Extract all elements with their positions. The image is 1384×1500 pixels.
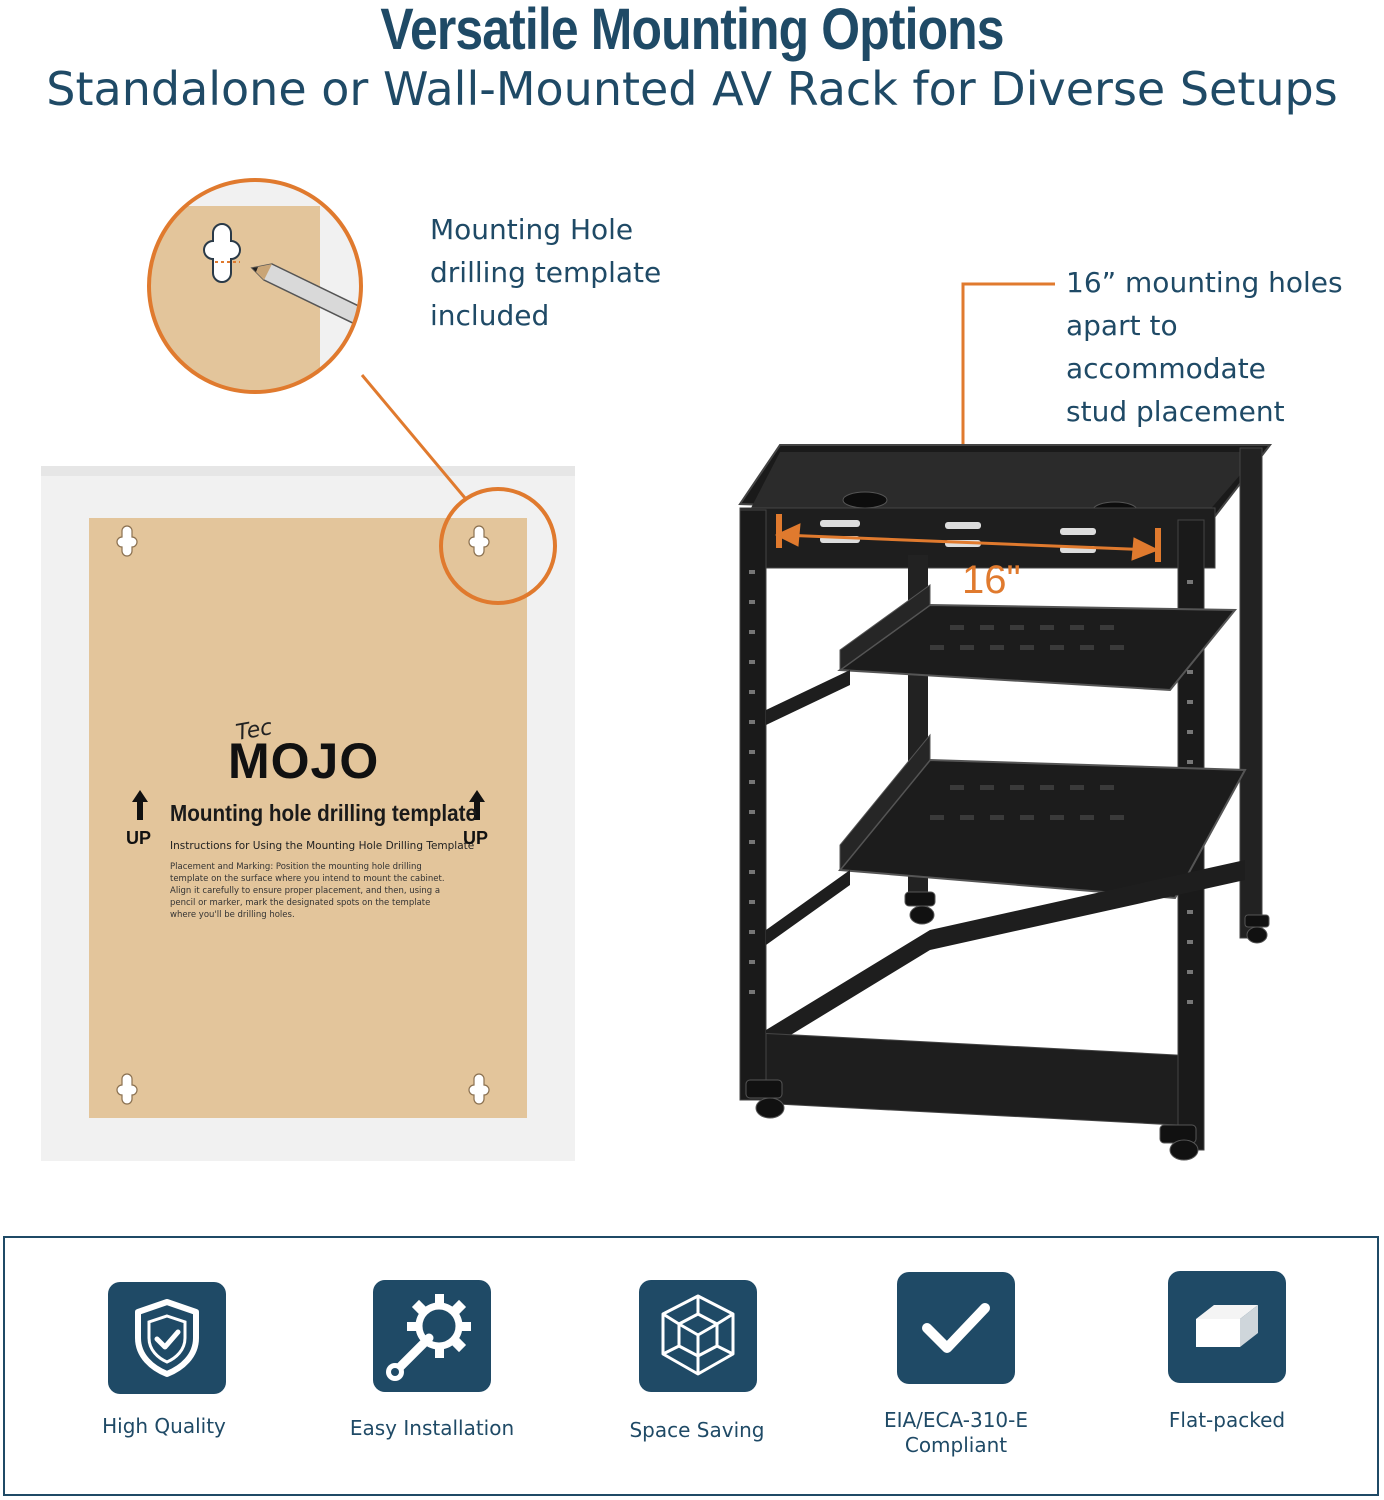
- keyhole-bottom-right: [468, 1073, 490, 1105]
- holes-callout-text: 16” mounting holes apart to accommodate …: [1066, 266, 1343, 428]
- drilling-template-sheet: [89, 518, 527, 1118]
- pencil-icon: [250, 263, 361, 343]
- measure-arrow: [774, 514, 1161, 562]
- keyhole-top-left: [116, 525, 138, 557]
- shield-check-icon: [108, 1282, 226, 1394]
- up-label-left: UP: [126, 828, 152, 848]
- cube-icon: [639, 1280, 757, 1392]
- caster-wheels: [745, 891, 1270, 1161]
- measure-label: 16": [962, 558, 1021, 602]
- template-instructions-title: Instructions for Using the Mounting Hole…: [170, 840, 475, 852]
- feature-label-compliant: EIA/ECA-310-E Compliant: [883, 1408, 1029, 1457]
- checkmark-icon: [897, 1272, 1015, 1384]
- feature-label-space-saving: Space Saving: [629, 1418, 765, 1442]
- up-arrow-left-icon: [132, 790, 148, 820]
- template-keyholes: [116, 525, 490, 1105]
- keyhole-top-right: [468, 525, 490, 557]
- brand-logo-mojo: MOJO: [228, 733, 380, 789]
- features-panel: [3, 1236, 1379, 1496]
- flat-box-icon: [1168, 1271, 1286, 1383]
- magnifier-callout: [147, 178, 557, 605]
- template-heading: Mounting hole drilling template: [170, 800, 478, 826]
- wall-board-edge: [41, 466, 575, 476]
- feature-label-easy-installation: Easy Installation: [349, 1416, 515, 1440]
- page-title: Versatile Mounting Options: [380, 0, 1004, 62]
- gear-wrench-icon: [373, 1280, 491, 1392]
- keyhole-bottom-left: [116, 1073, 138, 1105]
- template-instructions-body: Placement and Marking: Position the moun…: [170, 862, 445, 920]
- up-label-right: UP: [463, 828, 489, 848]
- feature-label-flat-packed: Flat-packed: [1168, 1408, 1286, 1432]
- up-arrow-right-icon: [469, 790, 485, 820]
- av-rack-illustration: [738, 282, 1273, 1161]
- page-subtitle: Standalone or Wall-Mounted AV Rack for D…: [46, 62, 1338, 116]
- feature-label-high-quality: High Quality: [102, 1414, 226, 1438]
- template-callout-text: Mounting Hole drilling template included: [430, 213, 662, 332]
